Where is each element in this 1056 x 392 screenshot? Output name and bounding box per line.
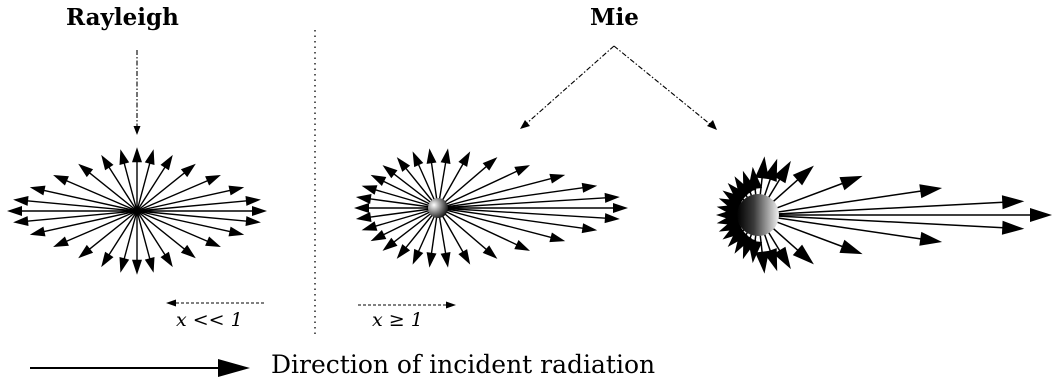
rayleigh-arrow: [136, 154, 173, 212]
mie-small-arrow: [361, 185, 439, 209]
rayleigh-arrow: [13, 210, 138, 226]
rayleigh-arrow: [136, 210, 196, 259]
rayleigh-arrow: [13, 196, 138, 212]
mie-small-arrow: [437, 207, 566, 243]
rayleigh-arrow: [136, 210, 221, 247]
mie-large-arrow: [757, 214, 1025, 235]
mie-small-arrow: [437, 207, 498, 259]
rayleigh-size-parameter: x << 1: [176, 309, 243, 331]
rayleigh-arrow: [53, 175, 138, 212]
rayleigh-arrow: [136, 210, 261, 226]
mie-direction-arrow: [358, 301, 456, 309]
incident-radiation-caption: Direction of incident radiation: [271, 350, 656, 379]
rayleigh-label-pointer: [133, 50, 141, 135]
rayleigh-arrow: [53, 210, 138, 247]
rayleigh-arrow: [136, 210, 173, 268]
mie-small-arrow: [437, 207, 598, 234]
rayleigh-scattering-pattern: [7, 147, 267, 275]
rayleigh-arrow: [101, 210, 138, 268]
rayleigh-arrow: [136, 149, 155, 212]
rayleigh-particle: [134, 208, 140, 214]
mie-small-arrow: [361, 207, 439, 231]
incident-radiation-arrow: [30, 359, 250, 377]
rayleigh-arrow: [136, 210, 245, 237]
rayleigh-arrow: [136, 163, 196, 212]
mie-small-arrow: [437, 182, 598, 209]
rayleigh-arrow: [136, 210, 155, 273]
mie-small-arrow: [370, 207, 439, 242]
mie-small-particle-pattern: [354, 148, 628, 268]
rayleigh-arrow: [29, 185, 138, 212]
rayleigh-arrow: [29, 210, 138, 237]
rayleigh-arrow: [132, 211, 142, 275]
rayleigh-arrow: [119, 210, 138, 273]
mie-large-arrow: [757, 184, 943, 216]
mie-small-arrow: [370, 174, 439, 209]
mie-title: Mie: [590, 4, 639, 31]
mie-large-arrow: [757, 195, 1025, 216]
mie-small-arrow: [437, 207, 530, 251]
rayleigh-arrow: [132, 147, 142, 211]
rayleigh-arrow: [119, 149, 138, 212]
mie-small-arrow: [437, 207, 620, 224]
mie-small-arrow: [355, 194, 439, 209]
mie-small-arrow: [438, 203, 628, 213]
rayleigh-direction-arrow: [166, 299, 264, 307]
mie-large-arrow: [758, 208, 1052, 222]
mie-small-arrow: [437, 157, 498, 209]
mie-large-particle: [737, 194, 779, 236]
mie-small-arrow: [437, 165, 530, 209]
mie-size-parameter: x ≥ 1: [372, 309, 423, 331]
mie-small-arrow: [437, 173, 566, 209]
rayleigh-arrow: [137, 206, 267, 216]
rayleigh-arrow: [136, 196, 261, 212]
rayleigh-arrow: [136, 175, 221, 212]
mie-small-particle: [428, 198, 448, 218]
rayleigh-arrow: [7, 206, 137, 216]
rayleigh-title: Rayleigh: [66, 4, 179, 31]
rayleigh-arrow: [136, 185, 245, 212]
mie-large-arrow: [757, 214, 943, 246]
rayleigh-arrow: [101, 154, 138, 212]
mie-small-arrow: [355, 207, 439, 222]
rayleigh-arrow: [78, 210, 138, 259]
rayleigh-arrow: [78, 163, 138, 212]
mie-small-arrow: [354, 203, 438, 213]
mie-small-arrow: [437, 192, 620, 209]
mie-label-pointers: [520, 45, 717, 130]
